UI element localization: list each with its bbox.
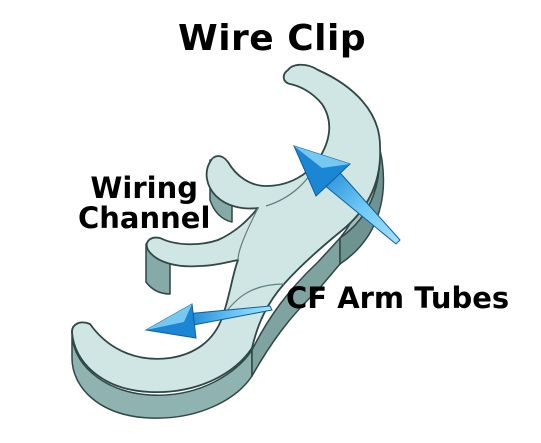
arrow-to-lower-tube xyxy=(144,303,273,339)
clip-top-face xyxy=(71,63,382,393)
diagram-title: Wire Clip xyxy=(178,18,367,59)
arrow-to-upper-tube xyxy=(293,145,401,245)
wiring-channel-label-line1: Wiring xyxy=(90,171,198,205)
wiring-channel-label: Wiring Channel xyxy=(78,173,210,234)
wiring-channel-label-line2: Channel xyxy=(78,201,211,236)
cf-arm-tubes-label: CF Arm Tubes xyxy=(286,281,510,315)
